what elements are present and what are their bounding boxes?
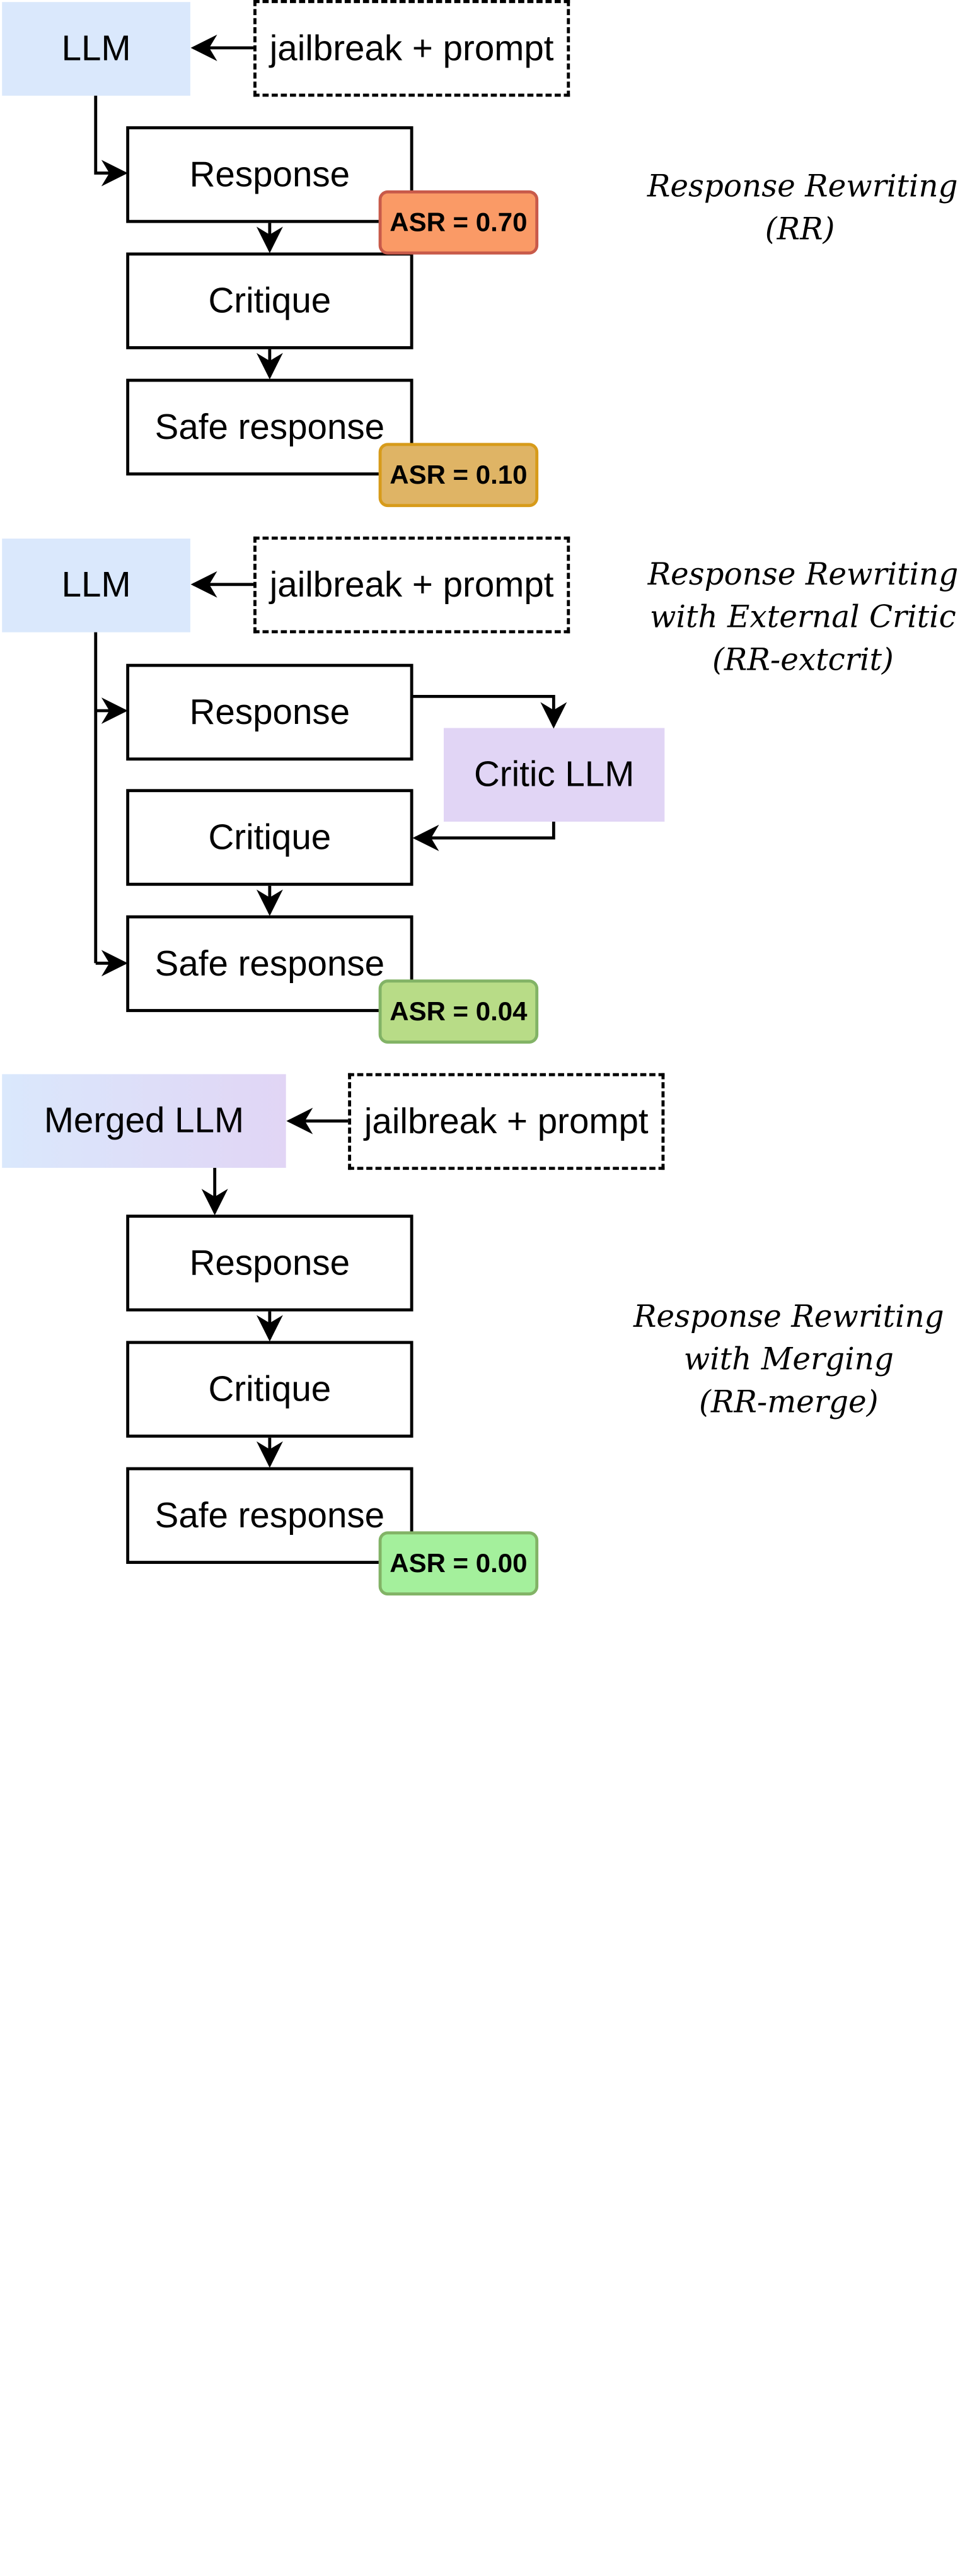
method-label-line: (RR-merge) [699,1384,879,1421]
jailbreak-prompt-box-rr: jailbreak + prompt [253,0,570,97]
connector-layer [94,34,567,1468]
asr-value: ASR = 0.04 [390,996,528,1027]
safe-response-label: Safe response [154,407,385,447]
arrow-critic-to-critique [412,821,555,851]
critic-llm-box: Critic LLM [443,728,665,822]
safe-response-label: Safe response [154,943,385,983]
jailbreak-prompt-box-merge: jailbreak + prompt [348,1073,665,1170]
safe-response-box-extcrit: Safe response [126,915,413,1012]
critique-box-rr: Critique [126,252,413,349]
llm-box-extcrit: LLM [2,539,190,632]
critic-llm-label: Critic LLM [473,754,635,795]
method-label-rr: Response Rewriting (RR) [647,166,958,252]
asr-badge-merge-safe: ASR = 0.00 [378,1531,539,1596]
critique-label: Critique [208,817,332,857]
asr-badge-extcrit-safe: ASR = 0.04 [378,979,539,1044]
method-label-line: (RR) [765,211,835,248]
response-label: Response [189,154,350,194]
method-label-line: Response Rewriting [647,169,958,205]
jailbreak-prompt-label: jailbreak + prompt [269,28,554,68]
safe-response-box-merge: Safe response [126,1467,413,1565]
asr-value: ASR = 0.70 [390,206,528,238]
llm-label: LLM [61,28,131,69]
critique-label: Critique [208,1368,332,1409]
asr-value: ASR = 0.10 [390,459,528,490]
method-label-extcrit: Response Rewriting with External Critic … [647,554,959,682]
response-box-rr: Response [126,126,413,223]
merged-llm-label: Merged LLM [43,1100,245,1141]
method-label-line: with Merging [683,1342,894,1378]
critique-label: Critique [208,280,332,320]
llm-label: LLM [61,565,131,605]
arrow-llm-to-response-rr [94,95,128,187]
jailbreak-prompt-label: jailbreak + prompt [364,1101,649,1141]
safe-response-label: Safe response [154,1495,385,1536]
asr-badge-rr-safe: ASR = 0.10 [378,443,539,508]
response-label: Response [189,1242,350,1283]
method-label-merge: Response Rewriting with Merging (RR-merg… [631,1296,947,1424]
critique-box-merge: Critique [126,1341,413,1438]
method-label-line: (RR-extcrit) [712,642,894,679]
method-label-line: Response Rewriting [633,1299,944,1335]
response-box-merge: Response [126,1215,413,1312]
asr-badge-rr-response: ASR = 0.70 [378,190,539,255]
response-box-extcrit: Response [126,663,413,761]
critique-box-extcrit: Critique [126,789,413,886]
method-label-line: with External Critic [650,599,956,636]
safe-response-box-rr: Safe response [126,378,413,476]
response-label: Response [189,692,350,732]
merged-llm-box: Merged LLM [2,1074,286,1168]
jailbreak-prompt-label: jailbreak + prompt [269,564,554,605]
method-label-line: Response Rewriting [647,557,959,593]
arrow-response-to-critic [413,694,567,729]
llm-box-rr: LLM [2,2,190,96]
asr-value: ASR = 0.00 [390,1547,528,1578]
jailbreak-prompt-box-extcrit: jailbreak + prompt [253,536,570,634]
